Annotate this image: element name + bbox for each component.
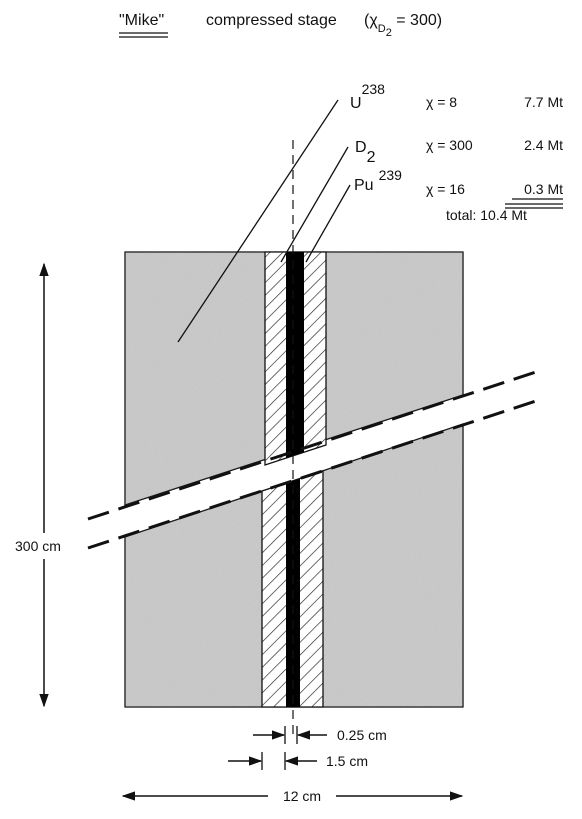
plutonium-upper: [286, 252, 304, 458]
yield-deuterium: 2.4 Mt: [524, 137, 563, 153]
leader-plutonium: [305, 184, 351, 263]
lower-block: [124, 423, 464, 708]
outer-dimension: 1.5 cm: [228, 752, 368, 770]
inner-label: 0.25 cm: [337, 727, 387, 743]
leader-deuterium: [280, 146, 349, 263]
width-label: 12 cm: [283, 788, 321, 804]
header-stage: compressed stage: [206, 12, 337, 29]
header-mike: "Mike": [119, 12, 164, 29]
header-chi: (χD2 = 300): [364, 12, 442, 39]
inner-dimension: 0.25 cm: [253, 726, 387, 744]
upper-block: [124, 251, 464, 506]
break-line-upper: [87, 368, 543, 521]
outer-label: 1.5 cm: [326, 753, 368, 769]
height-label: 300 cm: [15, 538, 61, 554]
leader-lines: [177, 99, 351, 343]
height-dimension: 300 cm: [0, 262, 80, 708]
chi-uranium: χ = 8: [426, 94, 457, 110]
chi-plutonium: χ = 16: [426, 181, 465, 197]
total-yield: total: 10.4 Mt: [446, 207, 527, 223]
break-lines: [87, 368, 543, 550]
break-line-lower: [87, 397, 543, 550]
chi-deuterium: χ = 300: [426, 137, 473, 153]
leader-uranium: [177, 99, 339, 343]
label-uranium: U238: [350, 81, 385, 112]
width-dimension: 12 cm: [121, 788, 464, 804]
yield-uranium: 7.7 Mt: [524, 94, 563, 110]
label-plutonium: Pu239: [354, 167, 402, 194]
label-deuterium: D2: [355, 139, 376, 166]
yield-plutonium: 0.3 Mt: [524, 181, 563, 197]
material-labels: U238 D2 Pu239 χ = 8 χ = 300 χ = 16 7.7 M…: [350, 81, 563, 223]
header: "Mike" compressed stage (χD2 = 300): [119, 12, 442, 39]
